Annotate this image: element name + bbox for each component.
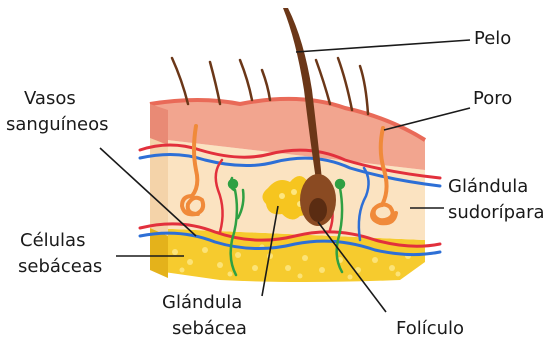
label-pelo-text: Pelo: [474, 28, 511, 50]
label-pelo: Pelo: [474, 28, 511, 50]
epidermis-side: [150, 104, 168, 145]
label-vasos-line2: sanguíneos: [6, 114, 109, 136]
label-poro: Poro: [473, 88, 512, 110]
label-celulas-line2: sebáceas: [18, 256, 102, 278]
label-celulas-sebaceas: Células sebáceas: [18, 230, 102, 278]
label-glandula-sudoripara: Glándula sudorípara: [448, 176, 545, 224]
leader-poro: [384, 108, 470, 130]
hair-bulb: [309, 198, 327, 222]
label-glandula-sudoripara-line1: Glándula: [448, 176, 545, 198]
label-celulas-line1: Células: [18, 230, 102, 252]
label-glandula-sebacea: Glándula sebácea: [162, 292, 247, 340]
label-foliculo-text: Folículo: [396, 318, 464, 340]
label-vasos-line1: Vasos: [6, 88, 109, 110]
label-vasos-sanguineos: Vasos sanguíneos: [6, 88, 109, 136]
label-glandula-sebacea-line2: sebácea: [162, 318, 247, 340]
leader-pelo: [296, 40, 470, 52]
label-glandula-sebacea-line1: Glándula: [162, 292, 247, 314]
label-poro-text: Poro: [473, 88, 512, 110]
dermis-side: [150, 138, 168, 236]
label-glandula-sudoripara-line2: sudorípara: [448, 202, 545, 224]
label-foliculo: Folículo: [396, 318, 464, 340]
